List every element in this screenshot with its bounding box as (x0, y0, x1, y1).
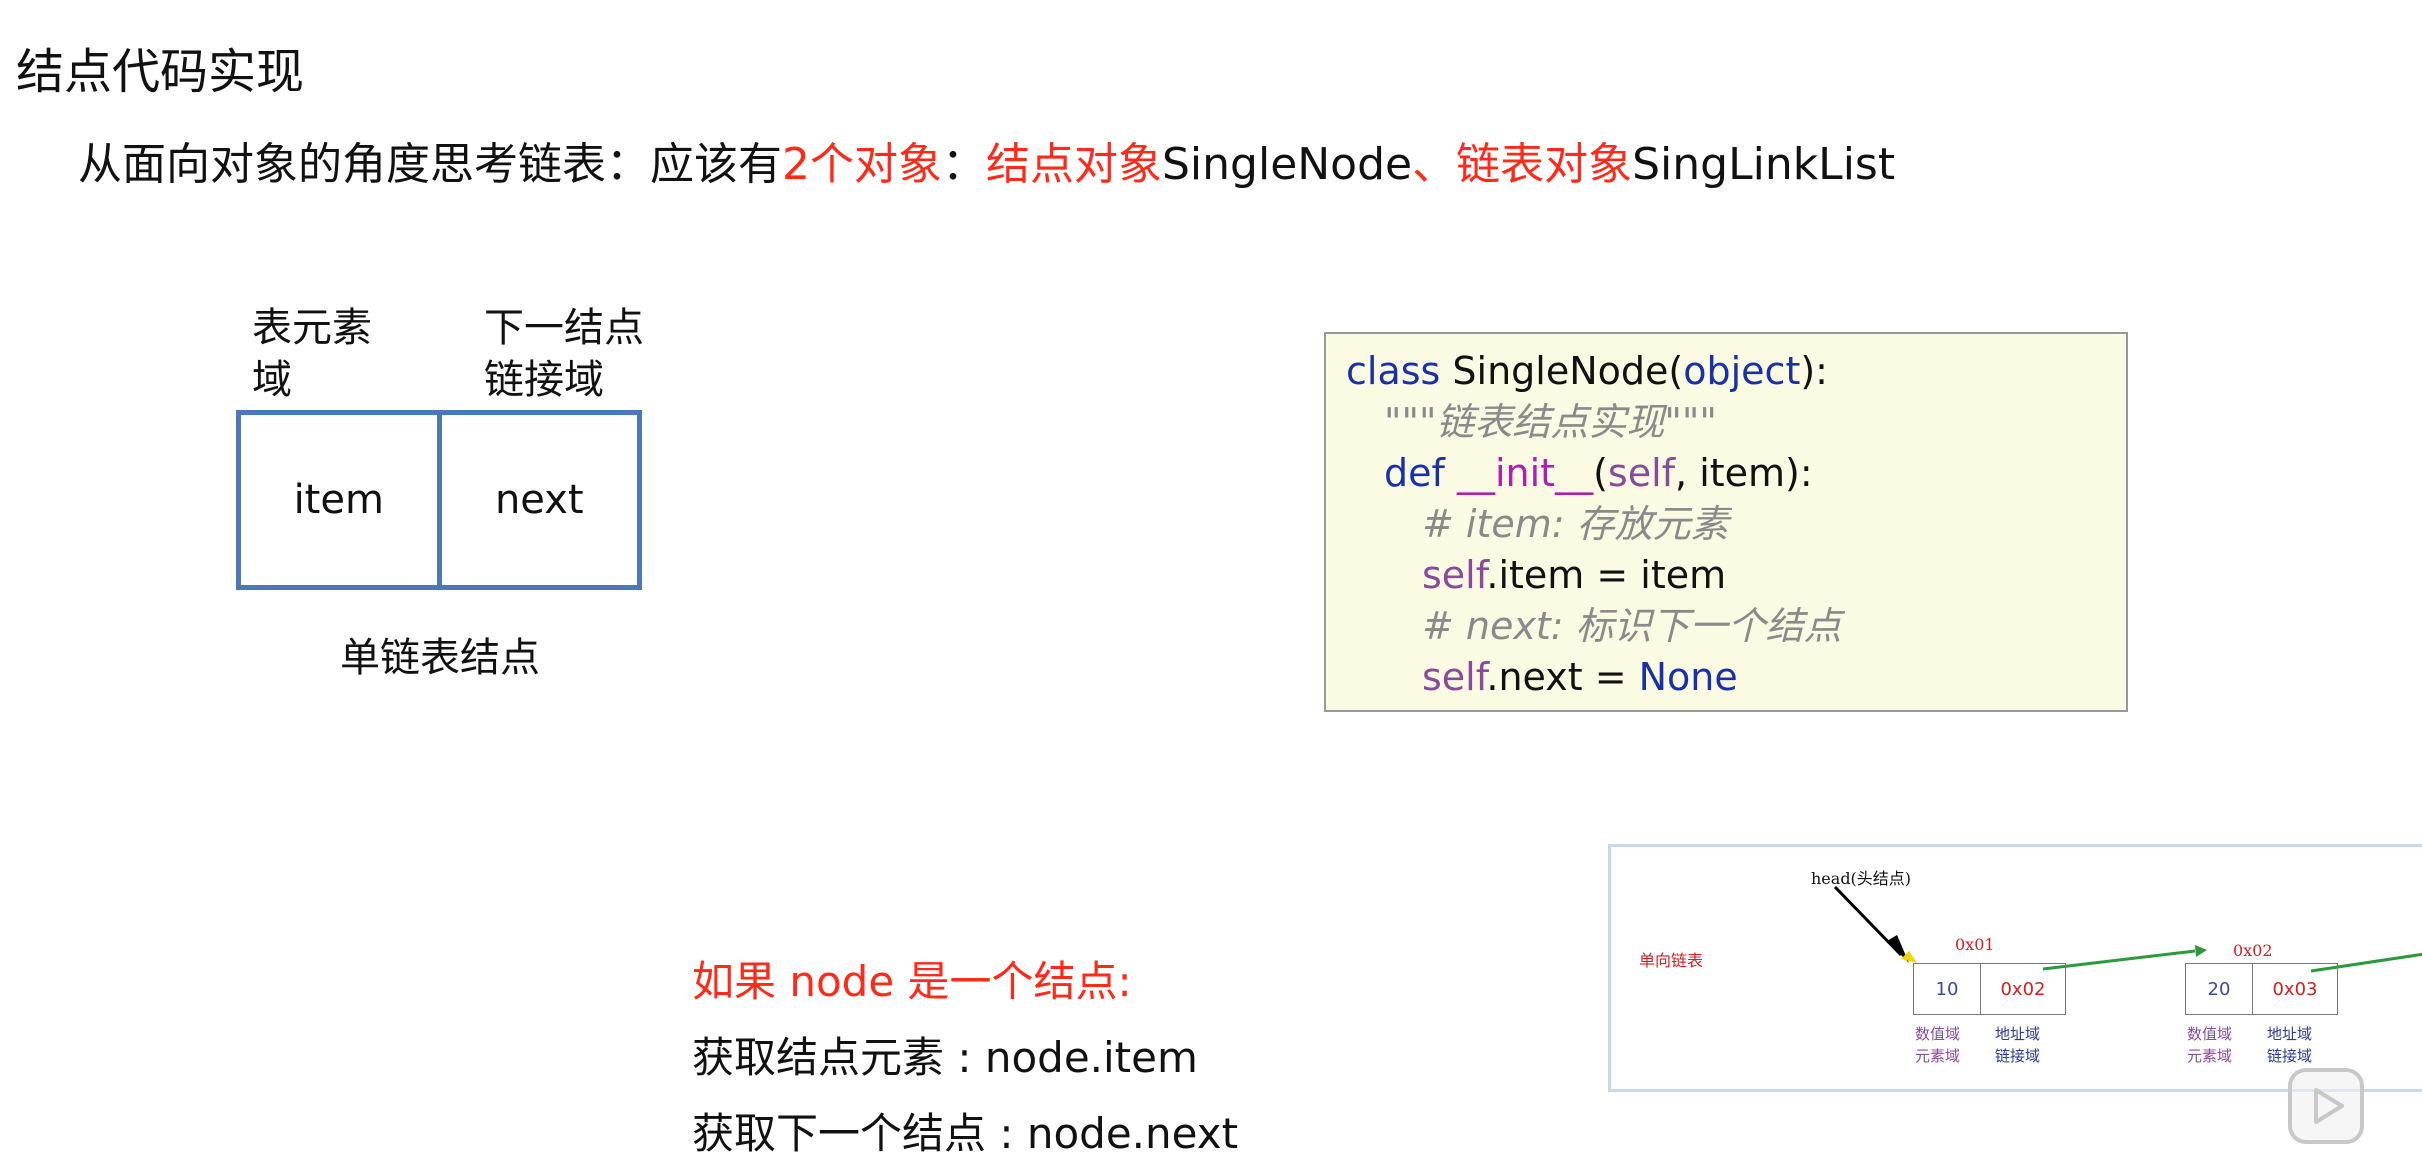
label-next-line1: 下一结点 (484, 305, 644, 351)
code-magic: __init__ (1456, 451, 1594, 495)
label-item-line2: 域 (252, 357, 292, 403)
code-line-6: # next: 标识下一个结点 (1422, 604, 1842, 648)
subtitle-part5: SingleNode (1162, 139, 1413, 190)
label-item-line1: 表元素 (252, 305, 372, 351)
node1-label-value: 数值域 (1915, 1025, 1961, 1043)
label-next-line2: 链接域 (484, 357, 604, 403)
code-text: , item): (1675, 451, 1813, 495)
label-item-domain: 表元素 域 (252, 302, 372, 406)
subtitle: 从面向对象的角度思考链表：应该有2个对象：结点对象SingleNode、链表对象… (78, 128, 1895, 192)
node-cell-item: item (293, 477, 384, 523)
node1-label-addr: 地址域 (1995, 1025, 2041, 1043)
linked-list-arrows (1833, 885, 2422, 973)
code-text: ( (1593, 451, 1608, 495)
bottom-line-2: 获取结点元素 : node.item (692, 1033, 1198, 1082)
head-pointer-arrowhead (1887, 935, 1909, 963)
link-arrow-1-head (2195, 945, 2207, 957)
node-cell-next: next (436, 415, 638, 585)
list-label: 单向链表 (1639, 951, 1704, 970)
code-line-3: def __init__(self, item): (1346, 448, 2126, 499)
page-title: 结点代码实现 (16, 44, 305, 100)
code-line-4: # item: 存放元素 (1422, 502, 1729, 546)
code-line-1: class SingleNode(object): (1346, 346, 2126, 397)
code-text: ): (1800, 349, 1828, 393)
code-panel: class SingleNode(object): """链表结点实现""" d… (1324, 332, 2128, 712)
node1-label-elem: 元素域 (1915, 1047, 1961, 1065)
code-text: SingleNode( (1440, 349, 1684, 393)
code-builtin: object (1683, 349, 1801, 393)
code-text (1445, 451, 1457, 495)
code-text: .next = (1486, 655, 1639, 699)
code-line-2: """链表结点实现""" (1384, 400, 1717, 444)
node2-value-cell: 20 (2185, 963, 2253, 1015)
code-keyword: class (1346, 349, 1441, 393)
bottom-line-3: 获取下一个结点 : node.next (692, 1109, 1239, 1158)
subtitle-part1: 从面向对象的角度思考链表：应该有 (78, 139, 782, 190)
node2-label-addr: 地址域 (2267, 1025, 2313, 1043)
subtitle-part3: ： (942, 139, 986, 190)
code-text: .item = item (1486, 553, 1727, 597)
subtitle-part4: 结点对象 (986, 139, 1162, 190)
linked-list-figure: head(头结点) 单向链表 0x01 10 0x02 数值域 元素域 地址域 … (1608, 844, 2422, 1092)
node2-label-value: 数值域 (2187, 1025, 2233, 1043)
node2-label-elem: 元素域 (2187, 1047, 2233, 1065)
head-label: head(头结点) (1811, 869, 1912, 888)
node1-address: 0x01 (1955, 935, 1995, 954)
subtitle-part7: SingLinkList (1632, 139, 1896, 190)
node-caption: 单链表结点 (340, 635, 540, 681)
subtitle-part6: 、链表对象 (1412, 139, 1633, 190)
play-triangle-icon (2314, 1088, 2344, 1124)
label-next-domain: 下一结点 链接域 (484, 302, 644, 406)
node2-address: 0x02 (2233, 941, 2273, 960)
subtitle-part2: 2个对象 (782, 139, 942, 190)
code-line-5: self.item = item (1346, 550, 2126, 601)
node2-next-cell: 0x03 (2252, 963, 2338, 1015)
cursor-icon (1901, 951, 1917, 963)
code-keyword: def (1384, 451, 1445, 495)
bottom-line-1: 如果 node 是一个结点: (692, 957, 1132, 1006)
code-builtin: None (1638, 655, 1738, 699)
node1-label-link: 链接域 (1995, 1047, 2041, 1065)
link-arrow-2 (2310, 952, 2422, 973)
node-box: item next (236, 410, 642, 590)
play-icon[interactable] (2288, 1068, 2364, 1144)
code-self: self (1607, 451, 1676, 495)
code-self: self (1422, 553, 1487, 597)
node2-label-link: 链接域 (2267, 1047, 2313, 1065)
node1-next-cell: 0x02 (1980, 963, 2066, 1015)
link-arrow-1 (2042, 949, 2196, 971)
code-line-7: self.next = None (1346, 652, 2126, 703)
node1-value-cell: 10 (1913, 963, 1981, 1015)
code-self: self (1422, 655, 1487, 699)
